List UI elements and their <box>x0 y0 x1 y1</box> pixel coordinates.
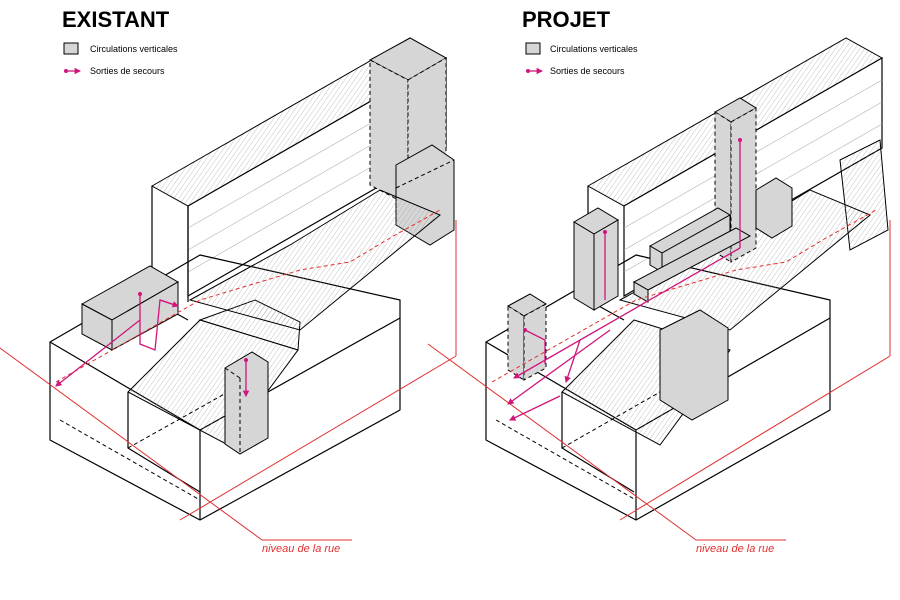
street-level: niveau de la rue <box>0 209 457 555</box>
long-roof <box>188 189 441 331</box>
panel-existant: EXISTANT Circulations verticales Sorties… <box>0 7 457 555</box>
legend-exit-arrow-icon <box>64 67 82 75</box>
emergency-exits <box>55 292 250 398</box>
building-existant <box>49 37 455 521</box>
legend-vertical-label: Circulations verticales <box>90 44 178 54</box>
legend-exit-label: Sorties de secours <box>550 66 625 76</box>
panel-title: EXISTANT <box>62 7 170 32</box>
legend: Circulations verticales Sorties de secou… <box>63 42 178 76</box>
panel-projet: PROJET Circulations verticales Sorties d… <box>427 7 891 555</box>
legend-vertical-swatch <box>525 42 541 55</box>
street-level-label: niveau de la rue <box>696 543 774 555</box>
legend: Circulations verticales Sorties de secou… <box>525 42 638 76</box>
legend-vertical-swatch <box>63 42 79 55</box>
street-level-label: niveau de la rue <box>262 543 340 555</box>
circulation-front <box>659 309 729 421</box>
circulation-front <box>224 351 269 455</box>
circulation-left <box>573 221 595 311</box>
legend-vertical-label: Circulations verticales <box>550 44 638 54</box>
legend-exit-label: Sorties de secours <box>90 66 165 76</box>
legend-exit-arrow-icon <box>526 67 544 75</box>
emergency-exits <box>507 138 742 421</box>
panel-title: PROJET <box>522 7 611 32</box>
building-projet <box>485 37 889 521</box>
street-level: niveau de la rue <box>427 209 891 555</box>
